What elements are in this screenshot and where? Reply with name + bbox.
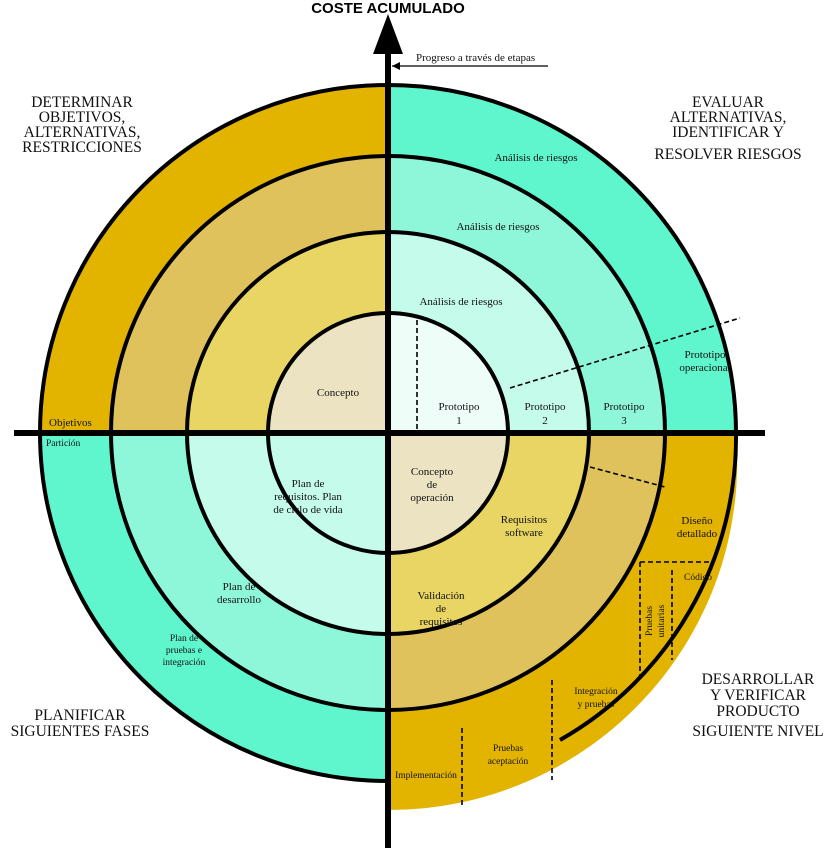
- acept-line-2: aceptación: [488, 757, 529, 767]
- label-pruebas-aceptacion: Pruebas aceptación: [488, 744, 529, 767]
- divider-prototipo-op: [509, 317, 741, 389]
- plan-des-line-1: Plan de: [223, 581, 256, 593]
- label-implementacion: Implementación: [395, 771, 457, 781]
- label-plan-pruebas: Plan de pruebas e integración: [163, 634, 206, 668]
- label-validacion-requisitos: Validación de requisitos: [417, 590, 465, 628]
- quad-tr-line-3: IDENTIFICAR Y: [672, 124, 784, 141]
- plan-req-line-1: Plan de: [292, 478, 325, 490]
- quad-tl-line-4: RESTRICCIONES: [22, 139, 142, 156]
- progress-arrowhead-icon: [392, 62, 400, 70]
- ring1-bottom-left: [268, 433, 388, 553]
- label-codigo: Código: [684, 573, 712, 583]
- label-prototipo-operacional: Prototipo operacional: [679, 349, 730, 374]
- prototipo-op-line-1: Prototipo: [685, 349, 726, 361]
- quad-bl-line-1: PLANIFICAR: [34, 707, 126, 724]
- acept-line-1: Pruebas: [493, 744, 523, 754]
- prototipo-3-line-1: Prototipo: [604, 401, 645, 413]
- label-integracion-pruebas: Integración y pruebas: [574, 687, 618, 710]
- diseno-line-1: Diseño: [681, 515, 713, 527]
- quadrant-top-right: EVALUAR ALTERNATIVAS, IDENTIFICAR Y RESO…: [654, 94, 801, 163]
- quad-br-line-1: DESARROLLAR: [702, 671, 815, 688]
- label-prototipo-1: Prototipo 1: [439, 401, 480, 427]
- quad-tr-line-2: ALTERNATIVAS,: [670, 109, 787, 126]
- label-pruebas-unitarias: Pruebas unitarias: [645, 604, 667, 637]
- spiral-ring-4: [38, 83, 738, 783]
- prototipo-3-line-2: 3: [621, 415, 627, 427]
- integ-line-2: y pruebas: [578, 700, 615, 710]
- divider-diseno: [589, 466, 666, 488]
- quad-br-line-4: SIGUIENTE NIVEL: [692, 723, 823, 740]
- plan-pru-line-1: Plan de: [170, 634, 198, 644]
- label-plan-requisitos: Plan de requisitos. Plan de ciclo de vid…: [273, 478, 342, 516]
- quad-bl-line-2: SIGUIENTES FASES: [11, 723, 150, 740]
- plan-req-line-2: requisitos. Plan: [274, 491, 342, 503]
- label-analisis-riesgos-1: Análisis de riesgos: [419, 296, 502, 308]
- label-prototipo-3: Prototipo 3: [604, 401, 645, 427]
- plan-pru-line-2: pruebas e: [166, 646, 202, 656]
- concepto-op-line-2: de: [427, 479, 438, 491]
- quad-tr-line-1: EVALUAR: [692, 94, 765, 111]
- ring1-top-right: [388, 313, 508, 433]
- quad-tr-line-4: RESOLVER RIESGOS: [654, 146, 801, 163]
- pruebas-unit-line-1: Pruebas: [645, 606, 655, 636]
- label-analisis-riesgos-2: Análisis de riesgos: [456, 221, 539, 233]
- label-objetivos: Objetivos: [49, 417, 92, 429]
- label-requisitos-software: Requisitos software: [501, 514, 547, 539]
- ring1-top-left: [268, 313, 388, 433]
- quad-br-line-2: Y VERIFICAR: [710, 687, 807, 704]
- quad-tl-line-2: OBJETIVOS,: [39, 109, 126, 126]
- cost-axis-title: COSTE ACUMULADO: [311, 0, 465, 17]
- pruebas-unit-line-2: unitarias: [657, 604, 667, 637]
- prototipo-2-line-1: Prototipo: [525, 401, 566, 413]
- concepto-op-line-3: operación: [410, 492, 454, 504]
- label-diseno-detallado: Diseño detallado: [677, 515, 718, 540]
- plan-des-line-2: desarrollo: [217, 594, 261, 606]
- prototipo-1-line-2: 1: [456, 415, 462, 427]
- spiral-ring-5: [559, 432, 739, 742]
- prototipo-op-line-2: operacional: [679, 362, 730, 374]
- quadrant-top-left: DETERMINAR OBJETIVOS, ALTERNATIVAS, REST…: [22, 94, 142, 156]
- quadrant-bottom-right: DESARROLLAR Y VERIFICAR PRODUCTO SIGUIEN…: [692, 671, 823, 740]
- label-plan-desarrollo: Plan de desarrollo: [217, 581, 261, 606]
- progress-label: Progreso a través de etapas: [416, 52, 535, 64]
- label-concepto: Concepto: [317, 387, 360, 399]
- integ-line-1: Integración: [574, 687, 618, 697]
- quad-tl-line-3: ALTERNATIVAS,: [24, 124, 141, 141]
- quad-br-line-3: PRODUCTO: [716, 703, 799, 720]
- quadrant-bottom-left: PLANIFICAR SIGUIENTES FASES: [11, 707, 150, 740]
- label-analisis-riesgos-3: Análisis de riesgos: [494, 152, 577, 164]
- req-soft-line-1: Requisitos: [501, 514, 547, 526]
- val-req-line-3: requisitos: [420, 616, 463, 628]
- ring1-bottom-right: [388, 433, 508, 553]
- plan-req-line-3: de ciclo de vida: [273, 504, 342, 516]
- prototipo-2-line-2: 2: [542, 415, 548, 427]
- label-particion: Partición: [46, 439, 81, 449]
- plan-pru-line-3: integración: [163, 658, 206, 668]
- concepto-op-line-1: Concepto: [411, 466, 454, 478]
- val-req-line-2: de: [436, 603, 447, 615]
- label-prototipo-2: Prototipo 2: [525, 401, 566, 427]
- val-req-line-1: Validación: [417, 590, 465, 602]
- quad-tl-line-1: DETERMINAR: [31, 94, 133, 111]
- cost-axis-arrowhead-icon: [373, 14, 403, 54]
- prototipo-1-line-1: Prototipo: [439, 401, 480, 413]
- diseno-line-2: detallado: [677, 528, 718, 540]
- req-soft-line-2: software: [505, 527, 543, 539]
- label-concepto-operacion: Concepto de operación: [410, 466, 454, 504]
